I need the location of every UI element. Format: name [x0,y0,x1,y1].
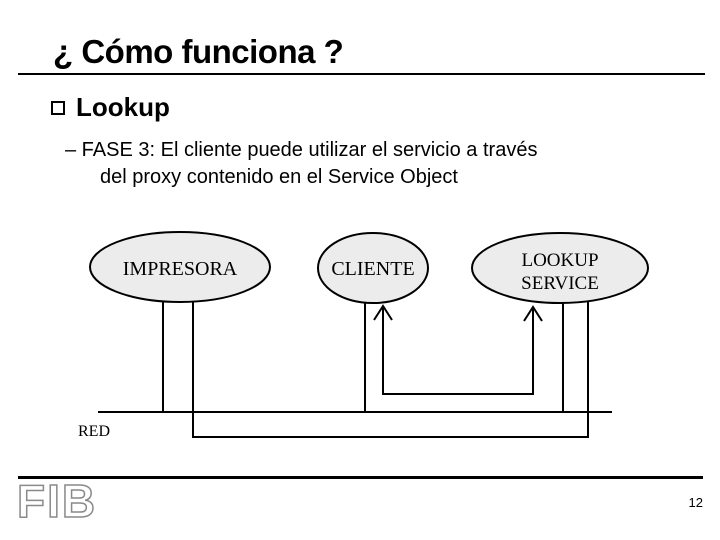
slide-title: ¿ Cómo funciona ? [53,33,344,70]
sub-bullet: – FASE 3: El cliente puede utilizar el s… [65,137,537,191]
arrowhead-into-lookup-icon [523,305,543,322]
impresora-node [89,231,271,303]
cliente-lookup-connector [382,306,534,395]
square-bullet-icon [51,101,65,115]
bullet-row: Lookup [51,94,170,120]
sub-bullet-line1: – FASE 3: El cliente puede utilizar el s… [65,139,538,161]
sub-bullet-line2: del proxy contenido en el Service Object [100,166,458,188]
impresora-node-label: IMPRESORA [123,258,238,280]
impresora-lookup-underbus-path [192,301,589,438]
bullet-label: Lookup [76,92,170,122]
footer-divider [18,476,703,479]
cliente-node-label: CLIENTE [331,258,414,280]
cliente-node [317,232,429,304]
title-underline [18,73,705,75]
fib-logo: FIB [17,475,97,527]
page-number: 12 [688,495,703,510]
lookup-service-node-label-line2: SERVICE [521,273,599,294]
lookup-service-node-label-line1: LOOKUP [521,250,598,271]
arrowhead-into-cliente-icon [373,304,393,321]
lookup-service-node [471,232,649,304]
network-label: RED [78,423,110,440]
